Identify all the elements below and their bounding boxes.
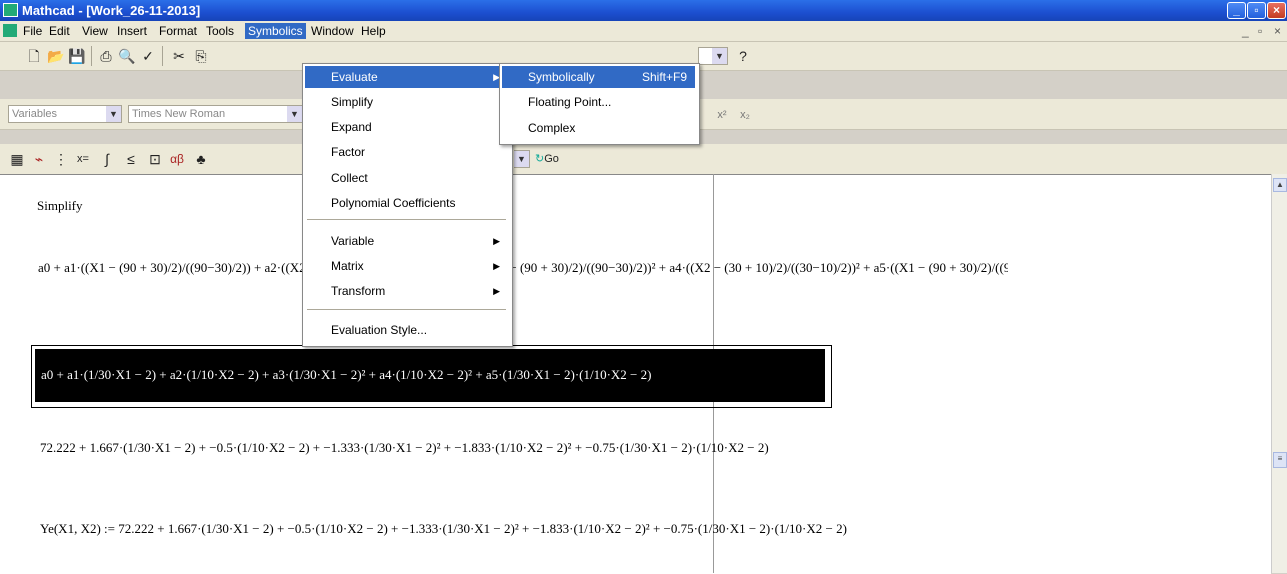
menu-window[interactable]: Window [311, 24, 354, 38]
mathcad-app-icon[interactable] [3, 3, 18, 17]
menu-separator [307, 219, 506, 220]
calculus-palette-icon[interactable]: ∫ [105, 151, 109, 167]
menu-tools[interactable]: Tools [206, 24, 235, 38]
chevron-down-icon[interactable]: ▼ [287, 106, 302, 122]
new-document-icon[interactable]: 🗋 [28, 48, 40, 64]
menu-item-evaluation-style[interactable]: Evaluation Style... [331, 323, 428, 337]
maximize-button[interactable]: ▫ [1247, 2, 1266, 19]
minimize-button[interactable]: _ [1227, 2, 1246, 19]
menu-item-label: Matrix [331, 259, 364, 273]
boolean-palette-icon[interactable]: ≤ [127, 151, 135, 167]
math-expression-numeric[interactable]: 72.222 + 1.667·(1/30·X1 − 2) + −0.5·(1/1… [40, 440, 769, 455]
menu-file[interactable]: File [23, 24, 43, 38]
style-combo[interactable]: Variables ▼ [8, 105, 122, 123]
document-icon[interactable] [3, 24, 17, 37]
go-button[interactable]: ↻Go [535, 150, 577, 168]
zoom-combo[interactable]: ▼ [698, 47, 728, 65]
graph-palette-icon[interactable]: ⌁ [34, 151, 44, 167]
menu-item-evaluate[interactable]: Evaluate ▶ [305, 66, 508, 88]
simplify-label: Simplify [37, 198, 83, 213]
font-combo[interactable]: Times New Roman ▼ [128, 105, 303, 123]
menu-item-label: Evaluate [331, 70, 378, 84]
chevron-down-icon[interactable]: ▼ [106, 106, 121, 122]
symbolics-menu: Evaluate ▶ Simplify Expand Factor Collec… [302, 63, 513, 347]
menu-shortcut: Shift+F9 [641, 70, 687, 84]
menu-format[interactable]: Format [159, 24, 198, 38]
save-icon[interactable]: 💾 [68, 48, 86, 64]
unit-combo[interactable]: ▼ [514, 150, 530, 168]
scroll-thumb[interactable]: ≡ [1273, 452, 1287, 468]
menu-item-collect[interactable]: Collect [331, 171, 368, 185]
menu-item-matrix[interactable]: Matrix ▶ [305, 255, 508, 277]
programming-palette-icon[interactable]: ⊡ [149, 151, 161, 167]
menu-item-complex[interactable]: Complex [528, 121, 576, 135]
open-folder-icon[interactable]: 📂 [47, 48, 65, 64]
mdi-minimize-button[interactable]: _ [1242, 24, 1249, 38]
toolbar-separator [162, 46, 163, 66]
go-arrow-icon: ↻ [535, 153, 545, 165]
menu-insert[interactable]: Insert [117, 24, 148, 38]
math-toolbar: ▦ ⌁ ⋮ x= ∫ ≤ ⊡ αβ ♣ ▼ ↻Go [0, 144, 1287, 175]
selected-expression-region[interactable] [35, 349, 825, 402]
chevron-down-icon[interactable]: ▼ [712, 48, 727, 64]
subscript-button[interactable]: x₂ [740, 109, 750, 121]
menu-view[interactable]: View [82, 24, 108, 38]
chevron-down-icon[interactable]: ▼ [514, 151, 529, 167]
submenu-arrow-icon: ▶ [493, 72, 500, 82]
greek-palette-icon[interactable]: αβ [170, 152, 184, 166]
mdi-restore-button[interactable]: ▫ [1258, 24, 1263, 38]
menu-item-label: Variable [331, 234, 375, 248]
menu-item-label: Symbolically [528, 70, 595, 84]
menu-help[interactable]: Help [361, 24, 386, 38]
evaluate-submenu: Symbolically Shift+F9 Floating Point... … [499, 63, 700, 145]
submenu-arrow-icon: ▶ [493, 286, 500, 296]
copy-icon[interactable]: ⎘ [195, 48, 207, 64]
title-bar: Mathcad - [Work_26-11-2013] _ ▫ × [0, 0, 1287, 21]
matrix-palette-icon[interactable]: ⋮ [54, 151, 68, 167]
print-icon[interactable]: ⎙ [100, 48, 112, 64]
menu-item-label: Transform [331, 284, 386, 298]
help-icon[interactable]: ? [739, 48, 747, 64]
font-combo-value: Times New Roman [132, 108, 226, 120]
menu-separator [307, 309, 506, 310]
superscript-button[interactable]: x² [717, 109, 727, 121]
spell-check-icon[interactable]: ✓ [142, 48, 154, 64]
cut-icon[interactable]: ✂ [173, 48, 185, 64]
menu-bar: File Edit View Insert Format Tools Symbo… [0, 21, 1287, 42]
symbolic-palette-icon[interactable]: ♣ [196, 151, 206, 167]
evaluation-palette-icon[interactable]: x= [77, 153, 89, 165]
menu-symbolics[interactable]: Symbolics [245, 23, 306, 39]
math-expression-original[interactable]: a0 + a1·((X1 − (90 + 30)/2)/((90−30)/2))… [38, 260, 1008, 275]
mdi-close-button[interactable]: × [1274, 24, 1282, 38]
calculator-palette-icon[interactable]: ▦ [10, 151, 24, 167]
menu-edit[interactable]: Edit [49, 24, 70, 38]
menu-item-variable[interactable]: Variable ▶ [305, 230, 508, 252]
print-preview-icon[interactable]: 🔍 [118, 48, 136, 64]
math-definition-ye[interactable]: Ye(X1, X2) := 72.222 + 1.667·(1/30·X1 − … [40, 521, 847, 536]
scroll-up-icon[interactable]: ▲ [1273, 178, 1287, 192]
style-combo-value: Variables [12, 108, 58, 120]
math-expression-selected[interactable]: a0 + a1·(1/30·X1 − 2) + a2·(1/10·X2 − 2)… [41, 367, 652, 382]
menu-item-factor[interactable]: Factor [331, 145, 366, 159]
window-title: Mathcad - [Work_26-11-2013] [22, 3, 201, 18]
menu-item-symbolically[interactable]: Symbolically Shift+F9 [502, 66, 695, 88]
submenu-arrow-icon: ▶ [493, 236, 500, 246]
menu-item-expand[interactable]: Expand [331, 120, 372, 134]
vertical-scrollbar[interactable]: ▲ ≡ [1271, 174, 1287, 573]
submenu-arrow-icon: ▶ [493, 261, 500, 271]
menu-item-floating-point[interactable]: Floating Point... [528, 95, 612, 109]
menu-item-polynomial-coefficients[interactable]: Polynomial Coefficients [331, 196, 456, 210]
menu-item-simplify[interactable]: Simplify [331, 95, 374, 109]
toolbar-separator [91, 46, 92, 66]
close-button[interactable]: × [1267, 2, 1286, 19]
menu-item-transform[interactable]: Transform ▶ [305, 280, 508, 302]
go-label: Go [544, 153, 559, 165]
